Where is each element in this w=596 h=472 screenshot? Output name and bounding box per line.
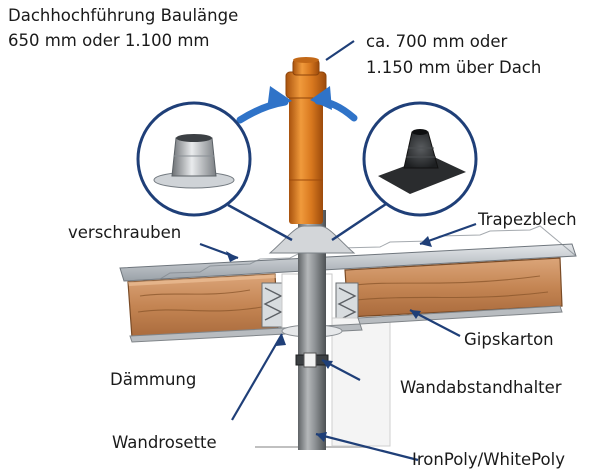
label-dachhochfuehrung-2: 650 mm oder 1.100 mm bbox=[8, 31, 210, 50]
label-verschrauben: verschrauben bbox=[68, 223, 182, 242]
right-callout-connector bbox=[331, 202, 387, 242]
label-ueber-dach-2: 1.150 mm über Dach bbox=[366, 58, 542, 77]
airflow-arrow-icon bbox=[236, 86, 358, 124]
leader-wandrosette bbox=[231, 333, 283, 421]
roof-flashing bbox=[268, 225, 356, 254]
leader-arrowheads bbox=[226, 236, 432, 442]
label-dachhochfuehrung-1: Dachhochführung Baulänge bbox=[8, 6, 239, 25]
label-wandabstandhalter: Wandabstandhalter bbox=[400, 378, 562, 397]
dachhochfuehrung-pipe bbox=[285, 57, 327, 224]
label-ironpoly: IronPoly/WhitePoly bbox=[412, 450, 565, 469]
leader-lines bbox=[199, 40, 477, 462]
label-trapezblech: Trapezblech bbox=[478, 210, 577, 229]
label-gipskarton: Gipskarton bbox=[464, 330, 554, 349]
label-wandrosette: Wandrosette bbox=[112, 433, 217, 452]
rubber-roof-flashing-icon bbox=[362, 101, 478, 217]
metal-roof-flashing-icon bbox=[136, 101, 252, 217]
label-daemmung: Dämmung bbox=[110, 370, 197, 389]
leader-ueber-dach bbox=[325, 40, 355, 61]
label-ueber-dach-1: ca. 700 mm oder bbox=[366, 32, 508, 51]
leader-ironpoly bbox=[315, 432, 419, 462]
left-callout-connector bbox=[227, 203, 293, 242]
